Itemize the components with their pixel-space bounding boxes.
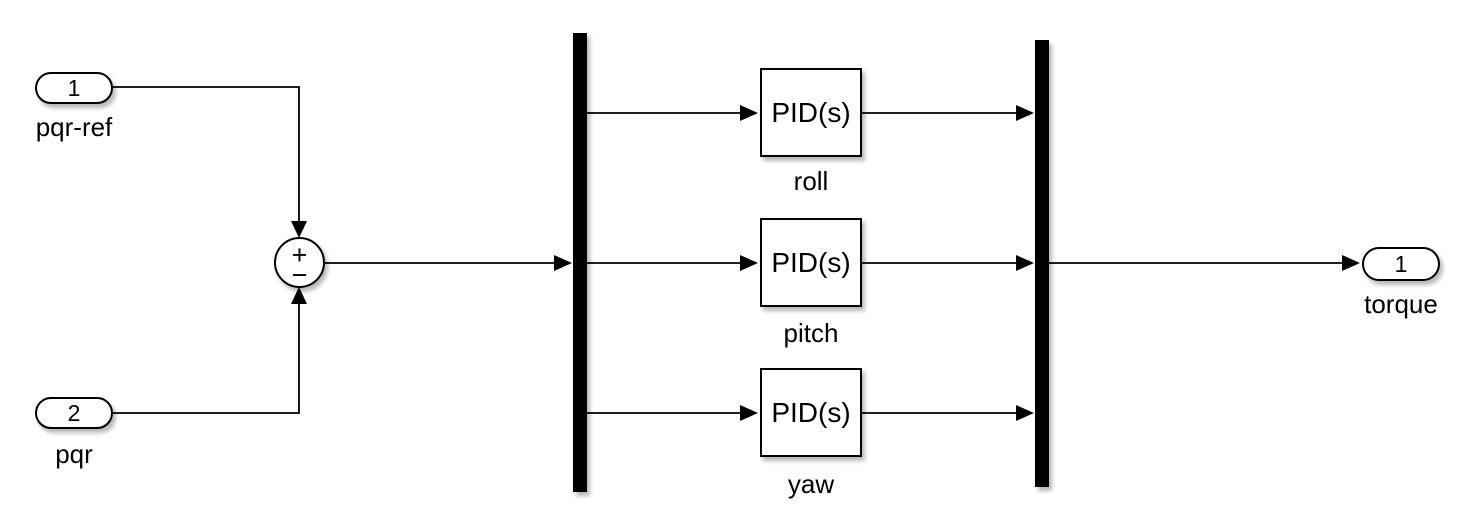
arrowhead-icon bbox=[1016, 255, 1034, 271]
inport-label-pqr[interactable]: pqr bbox=[55, 439, 93, 469]
signal-demux-to-pid-yaw[interactable] bbox=[587, 405, 758, 421]
signal-sum-to-demux[interactable] bbox=[325, 255, 572, 271]
pid-block-text: PID(s) bbox=[771, 246, 851, 278]
pid-label-yaw[interactable]: yaw bbox=[787, 469, 835, 499]
pid-block-pitch[interactable]: PID(s) bbox=[760, 218, 862, 307]
signal-mux-to-torque[interactable] bbox=[1049, 255, 1360, 271]
mux-bar[interactable] bbox=[1035, 40, 1049, 487]
arrowhead-icon bbox=[740, 405, 758, 421]
signal-pqrref-to-sum[interactable] bbox=[112, 86, 307, 238]
signal-pid-pitch-to-mux[interactable] bbox=[862, 255, 1034, 271]
sum-minus-sign: − bbox=[291, 260, 308, 290]
pid-label-pitch[interactable]: pitch bbox=[783, 318, 839, 348]
arrowhead-icon bbox=[554, 255, 572, 271]
wire-path[interactable] bbox=[112, 86, 300, 221]
inport-label-pqr-ref[interactable]: pqr-ref bbox=[35, 112, 113, 142]
pid-block-roll[interactable]: PID(s) bbox=[760, 68, 862, 157]
pid-label-roll[interactable]: roll bbox=[793, 166, 829, 196]
pid-block-text: PID(s) bbox=[771, 96, 851, 128]
arrowhead-icon bbox=[740, 105, 758, 121]
pid-block-text: PID(s) bbox=[771, 396, 851, 428]
arrowhead-icon bbox=[1342, 255, 1360, 271]
signal-pid-roll-to-mux[interactable] bbox=[862, 105, 1034, 121]
inport-number: 1 bbox=[67, 74, 81, 101]
sum-plus-sign: + bbox=[291, 240, 308, 270]
arrowhead-icon bbox=[291, 287, 307, 304]
arrowhead-icon bbox=[291, 221, 307, 238]
signal-pid-yaw-to-mux[interactable] bbox=[862, 405, 1034, 421]
outport-label-torque[interactable]: torque bbox=[1364, 289, 1438, 319]
arrowhead-icon bbox=[740, 255, 758, 271]
demux-bar[interactable] bbox=[573, 33, 587, 492]
outport-block-torque[interactable]: 1 bbox=[1362, 247, 1440, 281]
signal-pqr-to-sum[interactable] bbox=[112, 287, 307, 414]
arrowhead-icon bbox=[1016, 405, 1034, 421]
arrowhead-icon bbox=[1016, 105, 1034, 121]
wire-path[interactable] bbox=[112, 304, 300, 414]
inport-block-pqr[interactable]: 2 bbox=[35, 397, 113, 429]
pid-block-yaw[interactable]: PID(s) bbox=[760, 368, 862, 457]
signal-demux-to-pid-roll[interactable] bbox=[587, 105, 758, 121]
sum-block[interactable]: + − bbox=[274, 237, 325, 290]
signal-demux-to-pid-pitch[interactable] bbox=[587, 255, 758, 271]
inport-block-pqr-ref[interactable]: 1 bbox=[35, 72, 113, 104]
inport-number: 2 bbox=[67, 399, 81, 426]
outport-number: 1 bbox=[1394, 250, 1408, 277]
